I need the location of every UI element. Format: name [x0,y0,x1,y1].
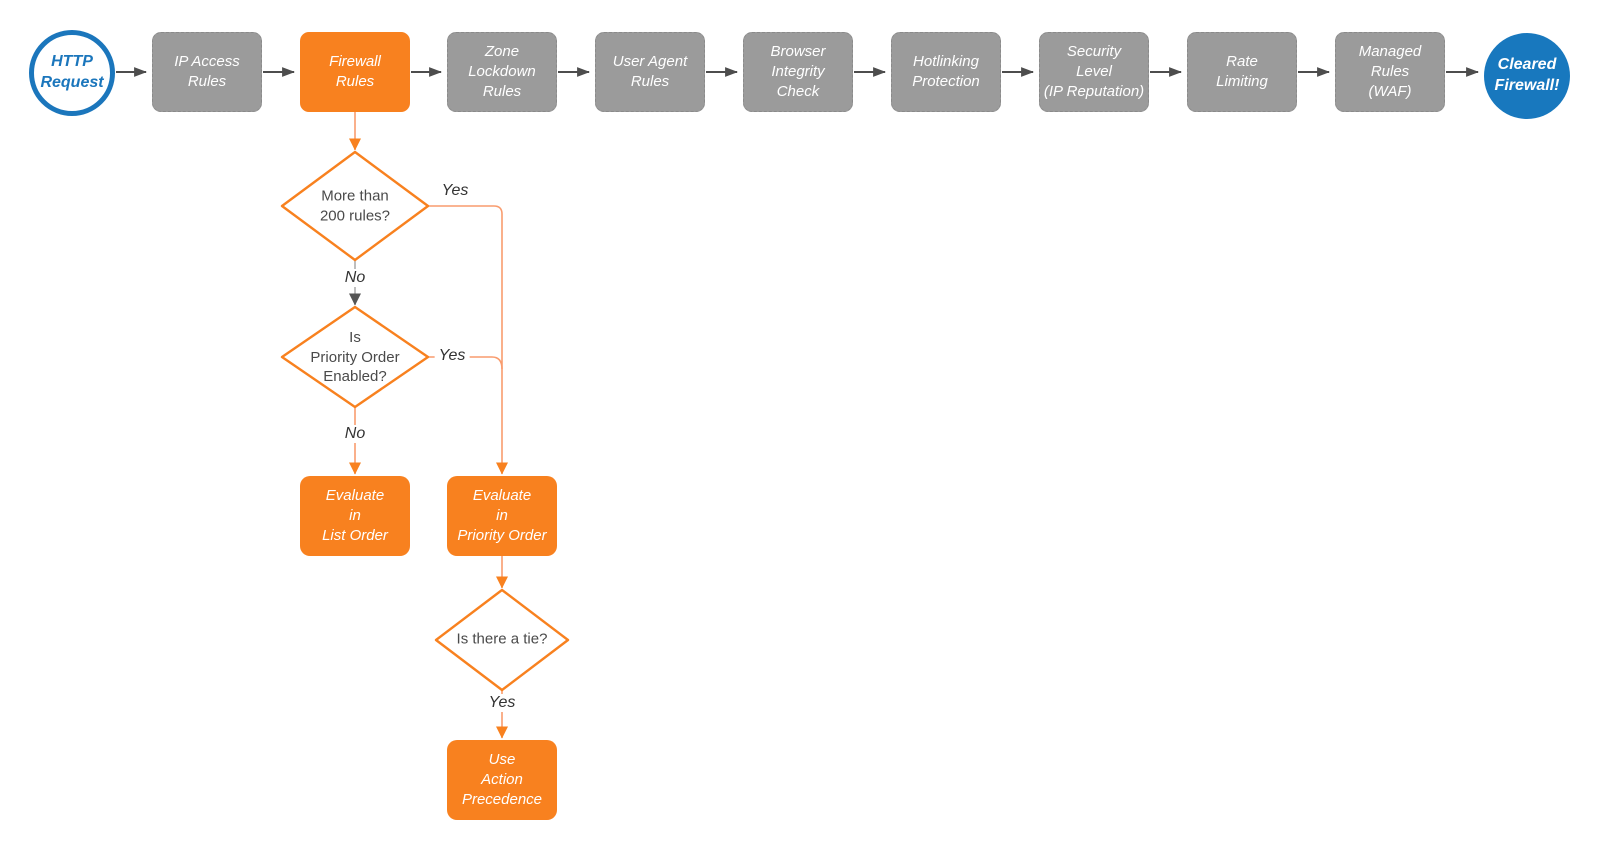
connector-decision1-yes [428,205,508,475]
http-request-label: HTTP Request [40,53,104,91]
connector-decision2-yes [428,356,503,370]
action-evaluate-list-order: Evaluate in List Order [300,476,410,556]
edge-label-decision2-no: No [340,425,370,443]
decision-more-than-200-rules-label: More than 200 rules? [319,187,391,225]
stage-user-agent-rules: User Agent Rules [595,32,705,112]
decision-priority-order-enabled-label: Is Priority Order Enabled? [310,328,400,385]
cleared-firewall-label: Cleared Firewall! [1494,56,1560,94]
action-label: Evaluate in Priority Order [457,487,547,544]
stage-browser-integrity-check: Browser Integrity Check [743,32,853,112]
stage-label: Browser Integrity Check [770,43,826,100]
stage-label: Zone Lockdown Rules [468,43,536,100]
action-label: Use Action Precedence [461,751,543,808]
stage-security-level: Security Level (IP Reputation) [1039,32,1149,112]
stage-label: Firewall Rules [329,53,381,90]
stage-hotlinking-protection: Hotlinking Protection [891,32,1001,112]
edge-label-decision1-no: No [340,269,370,287]
action-label: Evaluate in List Order [322,487,388,544]
stage-zone-lockdown-rules: Zone Lockdown Rules [447,32,557,112]
decision-more-than-200-rules-shape [280,150,430,262]
action-use-action-precedence: Use Action Precedence [447,740,557,820]
stage-label: Security Level (IP Reputation) [1043,43,1145,100]
stage-rate-limiting: Rate Limiting [1187,32,1297,112]
stage-label: Rate Limiting [1216,53,1268,90]
cleared-firewall-node: Cleared Firewall! [1484,33,1570,119]
edge-label-decision1-yes: Yes [437,182,473,200]
decision-priority-order-enabled-shape [280,305,430,409]
stage-managed-rules-waf: Managed Rules (WAF) [1335,32,1445,112]
stage-label: IP Access Rules [174,53,240,90]
stage-firewall-rules: Firewall Rules [300,32,410,112]
http-request-node: HTTP Request [29,30,115,116]
decision-diamonds [280,150,570,692]
stage-label: User Agent Rules [612,53,688,90]
edge-label-decision2-yes: Yes [434,347,470,365]
decision-is-there-a-tie-label: Is there a tie? [456,630,548,648]
stage-ip-access-rules: IP Access Rules [152,32,262,112]
stage-label: Managed Rules (WAF) [1358,43,1422,100]
stage-label: Hotlinking Protection [912,53,980,90]
action-evaluate-priority-order: Evaluate in Priority Order [447,476,557,556]
decision-is-there-a-tie-shape [434,588,570,692]
edge-label-decision3-yes: Yes [484,694,520,712]
